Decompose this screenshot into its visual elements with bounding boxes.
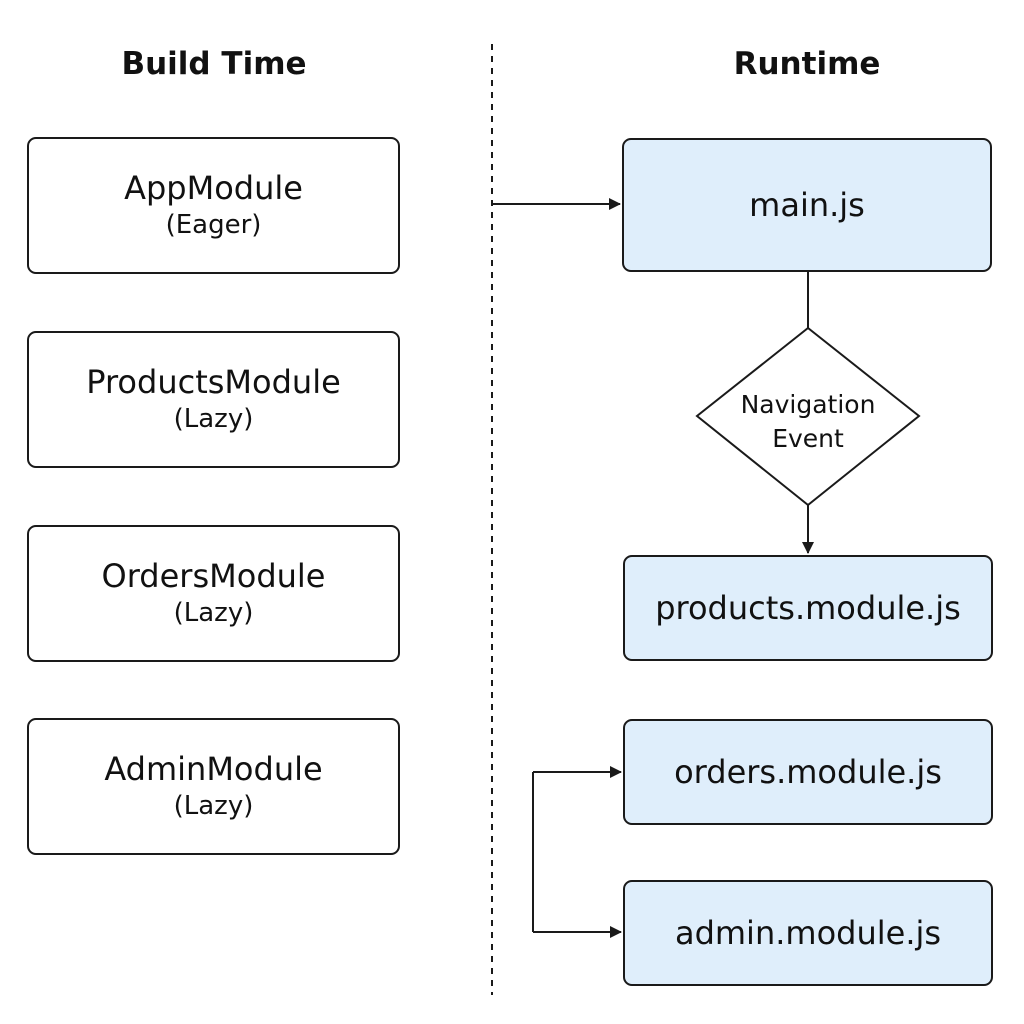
runtime-heading: Runtime xyxy=(733,46,881,82)
products-chunk-box: products.module.js xyxy=(623,555,993,661)
decision-line-1: Navigation xyxy=(740,390,876,419)
chunk-name: main.js xyxy=(749,186,865,224)
products-module-box: ProductsModule (Lazy) xyxy=(27,331,400,468)
module-mode: (Lazy) xyxy=(173,403,254,434)
navigation-event-label: Navigation Event xyxy=(700,388,916,456)
main-js-box: main.js xyxy=(622,138,992,272)
module-mode: (Eager) xyxy=(165,209,262,240)
build-time-heading: Build Time xyxy=(121,46,307,82)
app-module-box: AppModule (Eager) xyxy=(27,137,400,274)
module-name: OrdersModule xyxy=(101,556,326,595)
chunk-name: orders.module.js xyxy=(674,753,942,791)
module-name: AdminModule xyxy=(104,749,323,788)
decision-line-2: Event xyxy=(772,424,844,453)
orders-chunk-box: orders.module.js xyxy=(623,719,993,825)
module-name: AppModule xyxy=(124,168,303,207)
chunk-name: products.module.js xyxy=(655,589,961,627)
admin-chunk-box: admin.module.js xyxy=(623,880,993,986)
module-mode: (Lazy) xyxy=(173,597,254,628)
chunk-name: admin.module.js xyxy=(674,914,942,952)
orders-module-box: OrdersModule (Lazy) xyxy=(27,525,400,662)
module-name: ProductsModule xyxy=(86,362,341,401)
module-mode: (Lazy) xyxy=(173,790,254,821)
admin-module-box: AdminModule (Lazy) xyxy=(27,718,400,855)
